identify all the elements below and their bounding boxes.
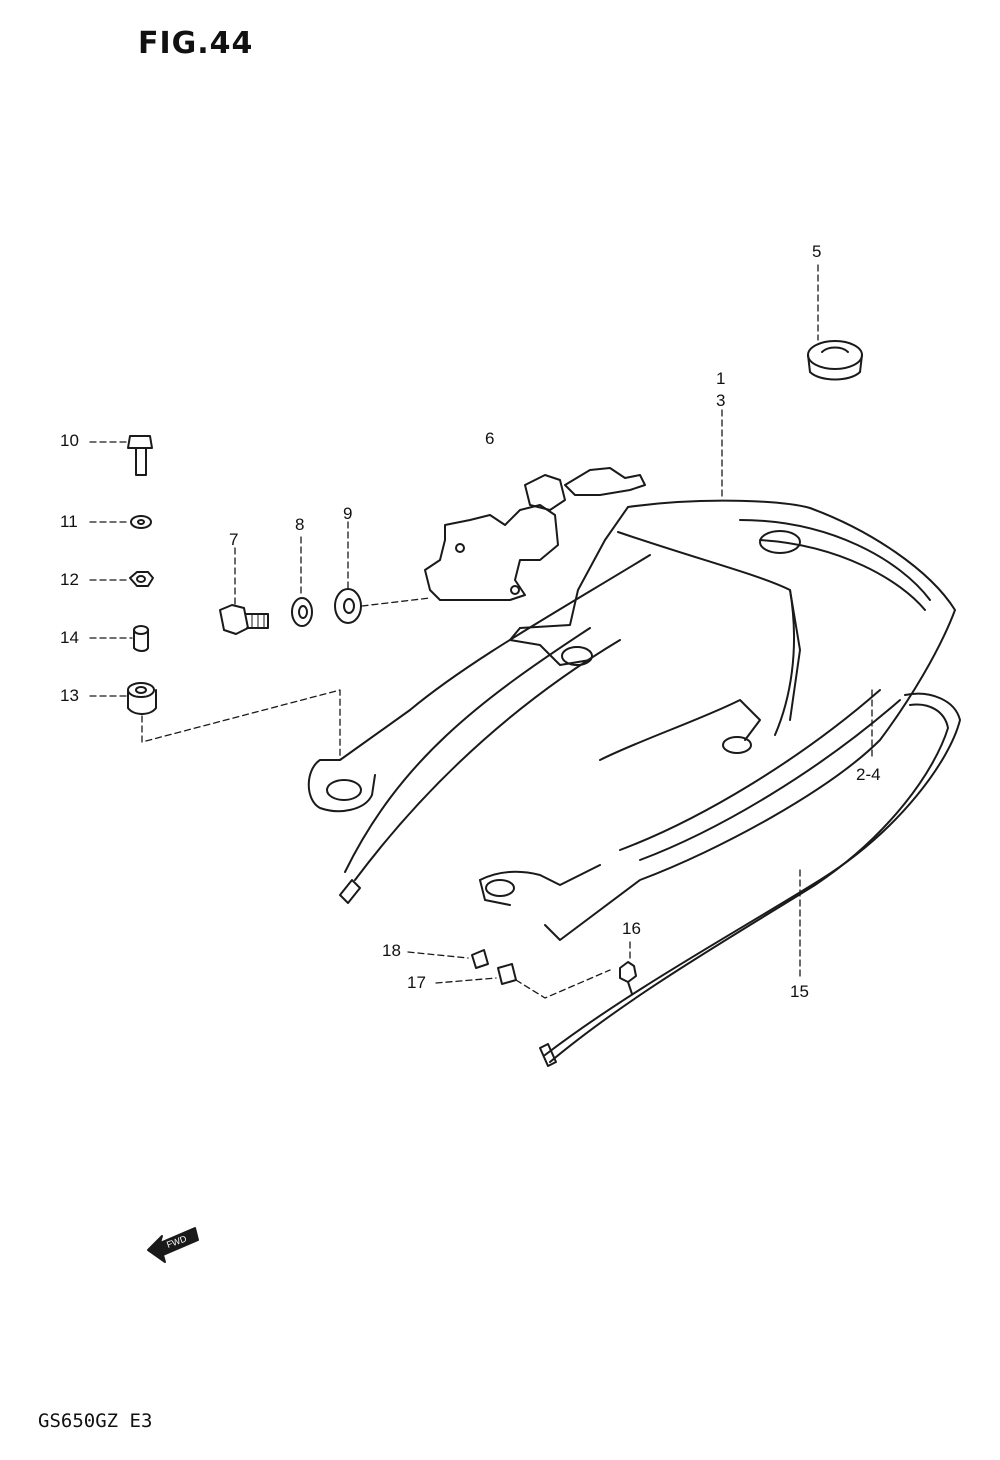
washer-9: [334, 588, 362, 624]
collar-14: [133, 625, 149, 652]
seat-lock: [424, 467, 646, 601]
callout-18: 18: [382, 941, 401, 960]
callout-9: 9: [343, 504, 353, 523]
cushion-grommet: [807, 340, 863, 381]
fwd-arrow-icon: [147, 1227, 199, 1263]
model-code: GS650GZ E3: [38, 1410, 153, 1432]
callout-12: 12: [60, 570, 79, 589]
callout-5: 5: [812, 242, 822, 261]
cushion-13: [127, 682, 157, 715]
callout-14: 14: [60, 628, 79, 647]
callout-17: 17: [407, 973, 426, 992]
grab-rail: [539, 692, 961, 1067]
callout-15: 15: [790, 982, 809, 1001]
nut-12: [129, 571, 154, 587]
leader-lines: [89, 264, 873, 999]
callout-16: 16: [622, 919, 641, 938]
clip-18: [471, 949, 489, 969]
callout-7: 7: [229, 530, 239, 549]
bolt-10: [127, 435, 153, 476]
callout-3: 3: [716, 391, 726, 410]
callout-10: 10: [60, 431, 79, 450]
seat-tail-frame: [307, 499, 956, 941]
callout-11: 11: [60, 512, 78, 531]
bolt-7: [219, 604, 269, 635]
clip-17: [497, 963, 517, 985]
callout-1: 1: [716, 369, 726, 388]
callout-8: 8: [295, 515, 305, 534]
washer-8: [291, 597, 313, 627]
figure-title: FIG.44: [138, 26, 254, 61]
callout-2-4: 2-4: [856, 765, 881, 784]
callout-6: 6: [485, 429, 495, 448]
washer-11: [130, 515, 152, 529]
callout-13: 13: [60, 686, 79, 705]
screw-16: [619, 961, 637, 995]
